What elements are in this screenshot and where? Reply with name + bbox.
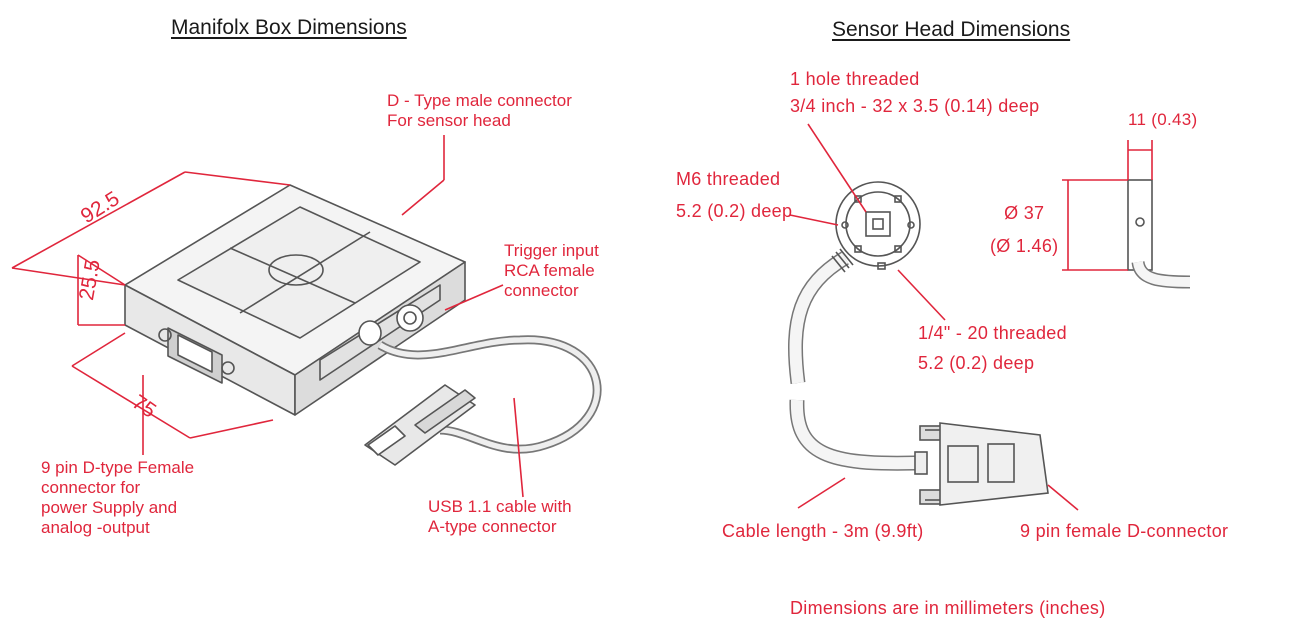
label-line: RCA female: [504, 261, 595, 280]
label-line: D - Type male connector: [387, 91, 572, 110]
usb-cable-label: USB 1.1 cable with A-type connector: [428, 497, 572, 537]
label-line: A-type connector: [428, 517, 557, 536]
manifold-box-drawing: [124, 184, 602, 466]
label-line: connector for: [41, 478, 141, 497]
manifold-dimension-lines: [11, 135, 524, 498]
sensor-head-drawing: [788, 179, 1191, 506]
d-type-connector-label: D - Type male connector For sensor head: [387, 91, 572, 131]
units-footnote: Dimensions are in millimeters (inches): [790, 598, 1106, 618]
label-line: Ø 37: [1004, 203, 1045, 223]
trigger-input-label: Trigger input RCA female connector: [504, 241, 599, 301]
label-line: 1 hole threaded: [790, 69, 920, 89]
thickness-label: 11 (0.43): [1128, 110, 1198, 129]
label-line: 1/4" - 20 threaded: [918, 323, 1067, 343]
diameter-label: Ø 37 (Ø 1.46): [990, 197, 1058, 263]
label-line: Trigger input: [504, 241, 599, 260]
label-line: (Ø 1.46): [990, 236, 1059, 256]
label-line: 5.2 (0.2) deep: [918, 353, 1035, 373]
hole-threaded-label: 1 hole threaded 3/4 inch - 32 x 3.5 (0.1…: [790, 66, 1039, 120]
d-connector-label: 9 pin female D-connector: [1020, 521, 1229, 541]
label-line: 3/4 inch - 32 x 3.5 (0.14) deep: [790, 96, 1040, 116]
cable-length-label: Cable length - 3m (9.9ft): [722, 521, 924, 541]
label-line: USB 1.1 cable with: [428, 497, 572, 516]
label-line: power Supply and: [41, 498, 178, 517]
power-connector-label: 9 pin D-type Female connector for power …: [41, 458, 194, 538]
label-line: 9 pin D-type Female: [41, 458, 195, 477]
m6-threaded-label: M6 threaded 5.2 (0.2) deep: [676, 163, 792, 227]
label-line: 5.2 (0.2) deep: [676, 201, 793, 221]
quarter-inch-threaded-label: 1/4" - 20 threaded 5.2 (0.2) deep: [918, 318, 1067, 378]
label-line: M6 threaded: [676, 169, 781, 189]
sensor-dimension-lines: [789, 123, 1153, 511]
sensor-head-title: Sensor Head Dimensions: [832, 18, 1071, 41]
label-line: For sensor head: [387, 111, 511, 130]
label-line: analog -output: [41, 518, 150, 537]
label-line: connector: [504, 281, 579, 300]
manifold-box-title: Manifolx Box Dimensions: [171, 16, 407, 39]
